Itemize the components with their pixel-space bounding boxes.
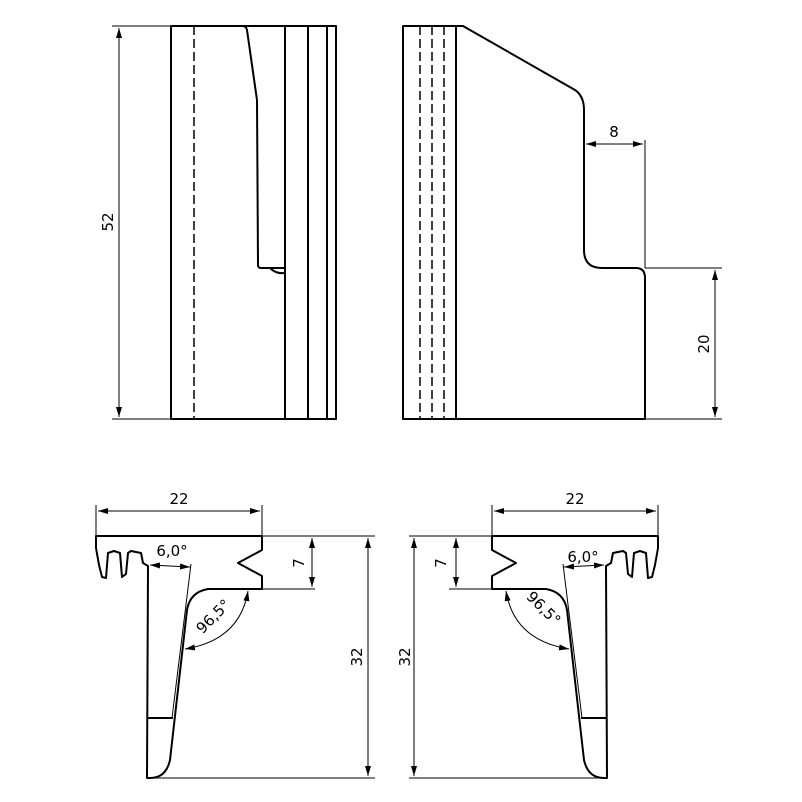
dim-8: 8 <box>609 123 619 141</box>
left-section: 22 6,0° 96,5° 7 32 <box>95 490 375 779</box>
dim-22-left: 22 <box>169 490 188 508</box>
dim-52: 52 <box>99 212 117 231</box>
dim-96deg-left: 96,5° <box>193 596 235 638</box>
dim-6deg-left: 6,0° <box>156 542 187 560</box>
dim-7-right: 7 <box>432 558 450 568</box>
right-section: 22 6,0° 96,5° 7 32 <box>396 490 659 779</box>
dim-20: 20 <box>695 334 713 353</box>
dim-32-right: 32 <box>396 647 414 666</box>
dim-32-left: 32 <box>348 647 366 666</box>
dim-22-right: 22 <box>565 490 584 508</box>
dim-6deg-right: 6,0° <box>567 548 598 566</box>
dim-7-left: 7 <box>290 558 308 568</box>
side-view: 8 20 <box>402 25 722 420</box>
front-view: 52 <box>99 25 337 420</box>
